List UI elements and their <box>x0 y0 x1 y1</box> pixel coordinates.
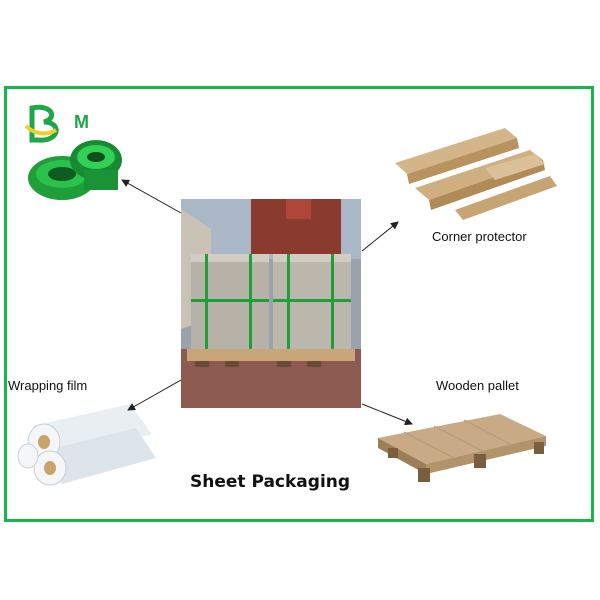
caption-title: Sheet Packaging <box>190 472 351 492</box>
arrow-to-strapping <box>121 179 182 214</box>
svg-text:M: M <box>74 112 89 132</box>
wrapping-film-image <box>10 396 160 488</box>
logo-mark-icon: M <box>24 104 89 143</box>
strapping-tape-image <box>20 130 130 210</box>
wooden-pallet-image <box>374 408 550 488</box>
wooden-pallet-label: Wooden pallet <box>436 378 519 393</box>
bm-logo: M <box>18 100 108 150</box>
arrow-to-wrapping-film <box>127 379 182 411</box>
corner-protector-label: Corner protector <box>432 229 527 244</box>
corner-protector-image <box>385 128 560 223</box>
wrapping-film-label: Wrapping film <box>8 378 88 393</box>
center-pallet-photo <box>181 199 361 408</box>
arrow-to-corner-protector <box>361 221 399 252</box>
arrow-to-wooden-pallet <box>361 403 413 426</box>
